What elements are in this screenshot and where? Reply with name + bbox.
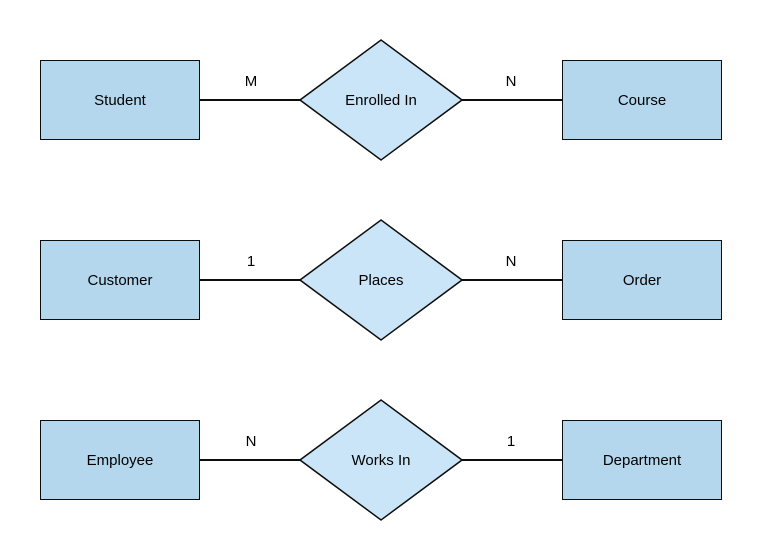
connector-line-left: [200, 99, 300, 101]
relationship-row-enrolled-in: Student M Enrolled In N Course: [0, 0, 761, 200]
connector-line-left: [200, 459, 300, 461]
entity-label: Employee: [86, 451, 154, 469]
connector-line-left: [200, 279, 300, 281]
cardinality-right-label: N: [505, 253, 517, 270]
relationship-label: Places: [358, 271, 404, 289]
entity-order: Order: [562, 240, 722, 320]
entity-employee: Employee: [40, 420, 200, 500]
relationship-row-works-in: Employee N Works In 1 Department: [0, 360, 761, 560]
diamond-shape: [299, 399, 463, 521]
cardinality-right-label: N: [505, 73, 517, 90]
entity-label: Order: [622, 271, 662, 289]
entity-label: Department: [602, 451, 682, 469]
entity-student: Student: [40, 60, 200, 140]
entity-label: Course: [617, 91, 667, 109]
relationship-label: Enrolled In: [345, 91, 417, 109]
entity-label: Student: [94, 91, 146, 109]
cardinality-left-label: 1: [246, 253, 256, 270]
entity-department: Department: [562, 420, 722, 500]
diamond-shape: [299, 39, 463, 161]
entity-customer: Customer: [40, 240, 200, 320]
entity-course: Course: [562, 60, 722, 140]
relationship-enrolled-in: Enrolled In: [299, 39, 463, 161]
relationship-places: Places: [299, 219, 463, 341]
connector-line-right: [462, 459, 562, 461]
connector-line-right: [462, 99, 562, 101]
entity-label: Customer: [87, 271, 153, 289]
relationship-label: Works In: [351, 451, 411, 469]
connector-line-right: [462, 279, 562, 281]
relationship-row-places: Customer 1 Places N Order: [0, 180, 761, 380]
cardinality-right-label: 1: [506, 433, 516, 450]
diamond-shape: [299, 219, 463, 341]
relationship-works-in: Works In: [299, 399, 463, 521]
cardinality-left-label: M: [244, 73, 258, 90]
cardinality-left-label: N: [245, 433, 257, 450]
